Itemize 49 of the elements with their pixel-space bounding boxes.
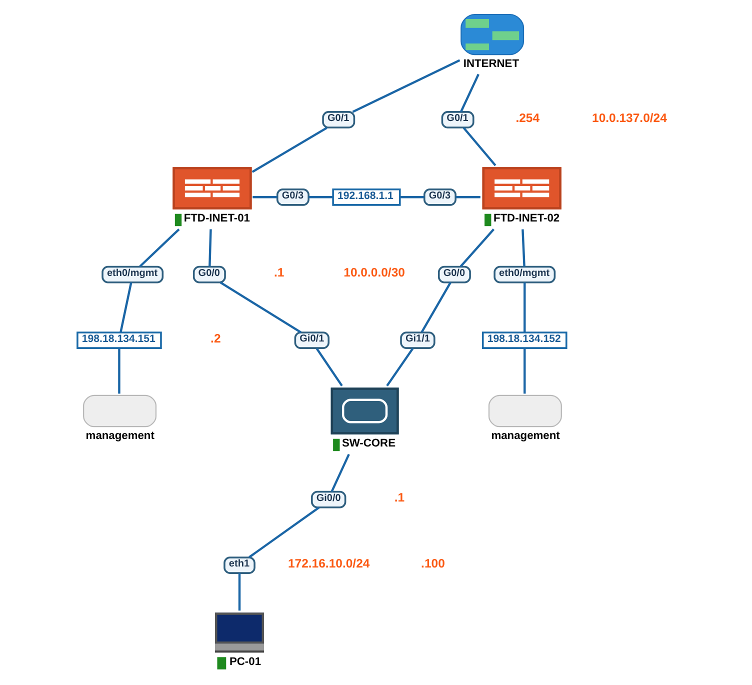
node-box: G0/3 [276, 188, 309, 206]
connector [420, 282, 451, 333]
connector [400, 196, 424, 198]
node-box: G0/1 [322, 111, 355, 128]
node-label: management [85, 430, 154, 442]
node-box: Gi1/1 [400, 332, 435, 349]
node-box: G0/0 [437, 266, 470, 284]
node-box: G0/0 [192, 266, 226, 284]
connector [315, 348, 342, 386]
node-box: eth0/mgmt [493, 266, 556, 284]
connector [208, 229, 212, 267]
node-label: INTERNET [462, 58, 518, 70]
node-box: 198.18.134.152 [481, 332, 567, 349]
connector [238, 573, 240, 611]
node-box: G0/3 [423, 188, 456, 206]
connector [521, 229, 525, 267]
label: .2 [210, 331, 220, 346]
label: .1 [274, 266, 284, 280]
connector [251, 126, 327, 173]
connector [138, 228, 180, 268]
connector [119, 282, 132, 332]
label: .100 [420, 556, 444, 570]
label: 172.16.10.0/24 [287, 556, 370, 570]
connector [455, 196, 480, 198]
connector [248, 506, 320, 558]
connector [459, 228, 494, 268]
node-box: 192.168.1.1 [332, 188, 400, 206]
connector [523, 282, 526, 332]
node-box: 198.18.134.151 [76, 332, 162, 349]
label: .1 [394, 490, 404, 505]
connector [219, 282, 302, 334]
connector [352, 59, 460, 113]
node-box: Gi0/0 [310, 490, 346, 508]
node-box: Gi0/1 [294, 332, 329, 349]
connector [118, 348, 120, 394]
connector [523, 348, 526, 394]
node-box: G0/1 [440, 111, 474, 128]
connector [462, 127, 496, 166]
node-box: eth0/mgmt [101, 266, 164, 284]
connector [386, 348, 414, 386]
connector [459, 74, 479, 112]
label: .254 [515, 110, 540, 125]
node-label: management [490, 430, 560, 442]
connector [330, 454, 350, 492]
connector [252, 196, 277, 198]
connector [308, 196, 332, 198]
label: 10.0.137.0/24 [592, 110, 666, 125]
label: 10.0.0.0/30 [343, 266, 404, 280]
node-box: eth1 [223, 556, 255, 574]
